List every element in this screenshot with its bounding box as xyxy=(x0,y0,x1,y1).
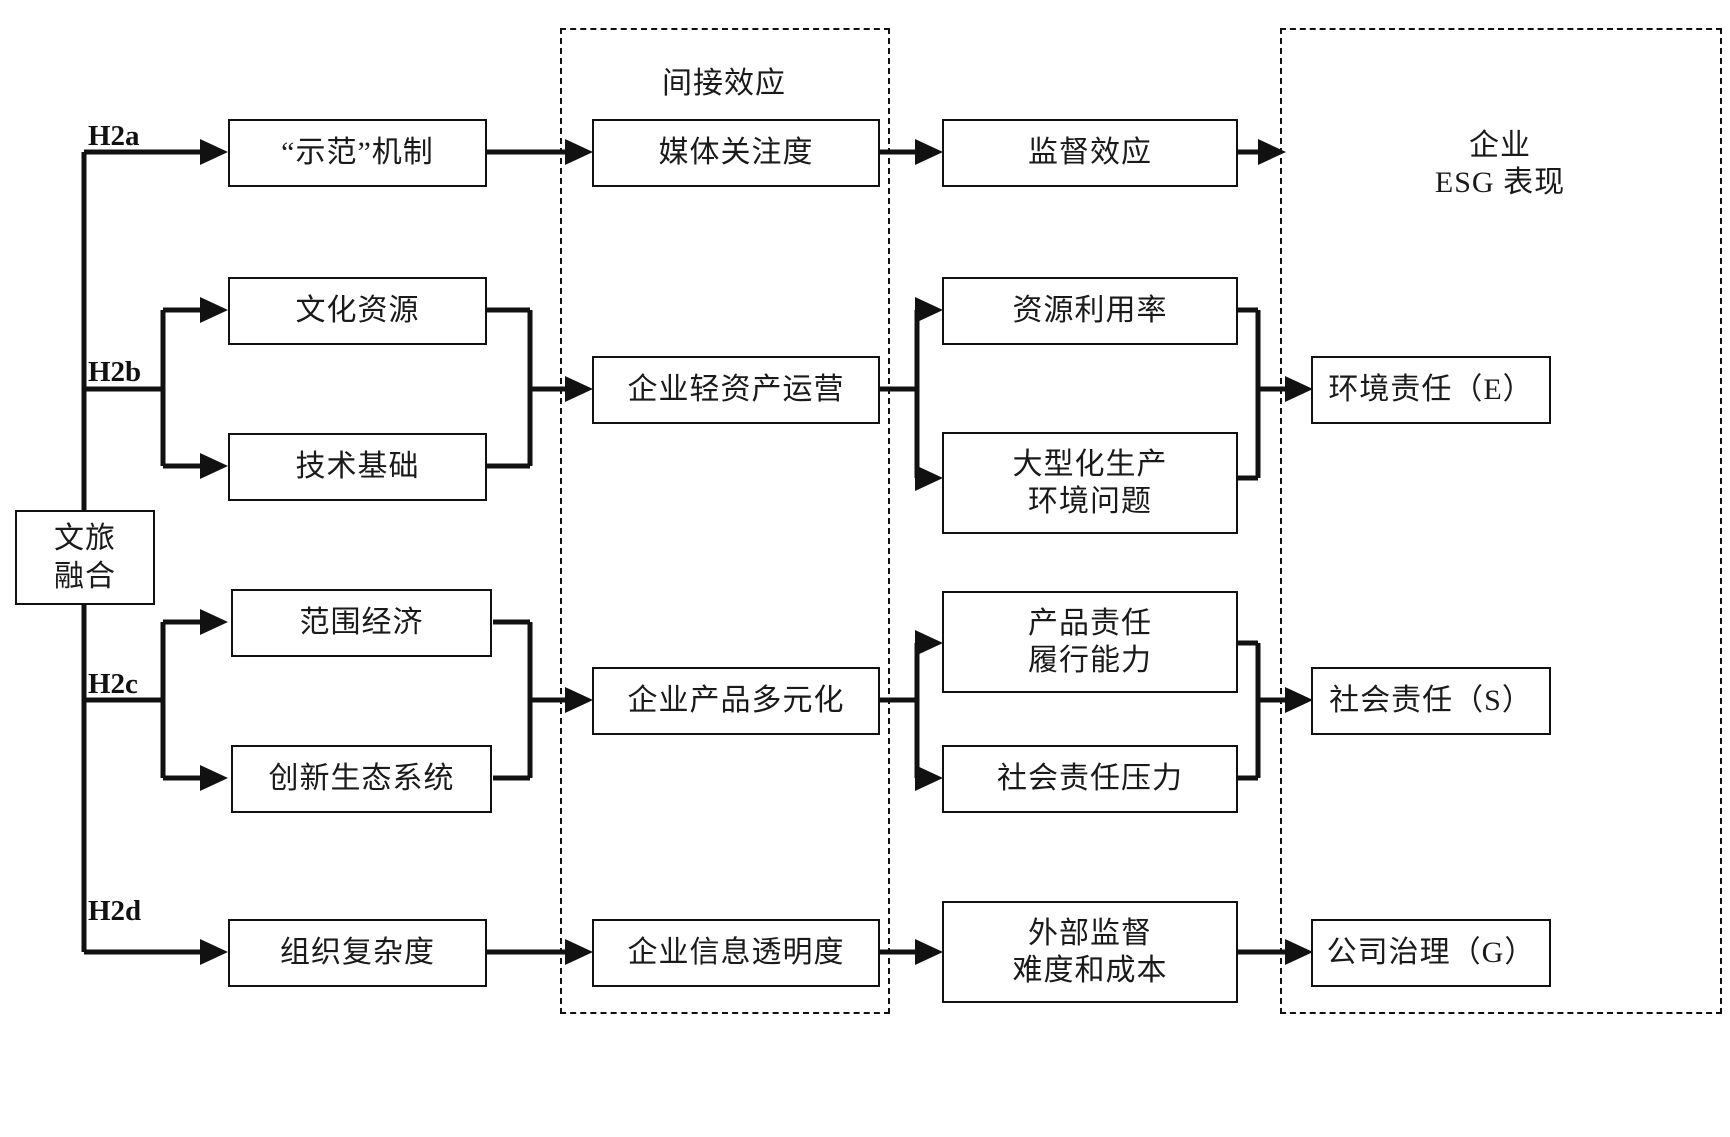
esg-region-heading-label: 企业 ESG 表现 xyxy=(1434,128,1566,200)
esg-region-heading: 企业 ESG 表现 xyxy=(1300,118,1700,210)
source-node-cultural-tourism-integration[interactable]: 文旅 融合 xyxy=(15,510,155,605)
node-org-complexity-label: 组织复杂度 xyxy=(280,935,435,969)
source-node-label: 文旅 融合 xyxy=(54,522,116,593)
node-governance-g-label: 公司治理（G） xyxy=(1326,935,1536,969)
node-media-attention-label: 媒体关注度 xyxy=(658,135,814,169)
node-demo-mechanism-label: “示范”机制 xyxy=(281,135,434,169)
node-external-supervision-cost[interactable]: 外部监督 难度和成本 xyxy=(942,901,1238,1003)
hypothesis-label-h2a: H2a xyxy=(88,120,140,152)
hypothesis-label-h2d: H2d xyxy=(88,895,142,927)
node-product-responsibility-label: 产品责任 履行能力 xyxy=(1028,606,1152,678)
node-large-scale-production[interactable]: 大型化生产 环境问题 xyxy=(942,432,1238,534)
node-tech-foundation-label: 技术基础 xyxy=(295,449,420,483)
node-scope-economy-label: 范围经济 xyxy=(299,605,424,639)
node-asset-light-operation[interactable]: 企业轻资产运营 xyxy=(592,356,880,424)
node-innovation-ecosystem-label: 创新生态系统 xyxy=(268,761,455,795)
node-cultural-resource-label: 文化资源 xyxy=(295,293,420,327)
node-social-s-label: 社会责任（S） xyxy=(1329,683,1533,717)
node-product-diversification[interactable]: 企业产品多元化 xyxy=(592,667,880,735)
node-resource-utilization-label: 资源利用率 xyxy=(1012,293,1168,327)
indirect-effect-region xyxy=(560,28,890,1014)
node-large-scale-production-label: 大型化生产 环境问题 xyxy=(1012,447,1168,519)
node-social-responsibility-pressure-label: 社会责任压力 xyxy=(997,761,1183,795)
node-cultural-resource[interactable]: 文化资源 xyxy=(228,277,487,345)
node-org-complexity[interactable]: 组织复杂度 xyxy=(228,919,487,987)
esg-outcome-region xyxy=(1280,28,1722,1014)
node-environment-e[interactable]: 环境责任（E） xyxy=(1311,356,1551,424)
node-scope-economy[interactable]: 范围经济 xyxy=(231,589,492,657)
hypothesis-label-h2b: H2b xyxy=(88,356,142,388)
hypothesis-label-h2c: H2c xyxy=(88,668,138,700)
indirect-effect-region-label: 间接效应 xyxy=(662,67,786,100)
node-information-transparency-label: 企业信息透明度 xyxy=(627,935,845,969)
node-innovation-ecosystem[interactable]: 创新生态系统 xyxy=(231,745,492,813)
node-asset-light-operation-label: 企业轻资产运营 xyxy=(627,372,845,406)
node-external-supervision-cost-label: 外部监督 难度和成本 xyxy=(1012,916,1168,988)
node-demo-mechanism[interactable]: “示范”机制 xyxy=(228,119,487,187)
node-information-transparency[interactable]: 企业信息透明度 xyxy=(592,919,880,987)
node-supervision-effect-label: 监督效应 xyxy=(1028,135,1152,169)
node-product-responsibility[interactable]: 产品责任 履行能力 xyxy=(942,591,1238,693)
node-product-diversification-label: 企业产品多元化 xyxy=(627,683,845,717)
node-governance-g[interactable]: 公司治理（G） xyxy=(1311,919,1551,987)
node-media-attention[interactable]: 媒体关注度 xyxy=(592,119,880,187)
node-environment-e-label: 环境责任（E） xyxy=(1328,372,1534,406)
node-tech-foundation[interactable]: 技术基础 xyxy=(228,433,487,501)
arrowhead xyxy=(200,139,228,165)
node-supervision-effect[interactable]: 监督效应 xyxy=(942,119,1238,187)
node-social-s[interactable]: 社会责任（S） xyxy=(1311,667,1551,735)
node-social-responsibility-pressure[interactable]: 社会责任压力 xyxy=(942,745,1238,813)
node-resource-utilization[interactable]: 资源利用率 xyxy=(942,277,1238,345)
